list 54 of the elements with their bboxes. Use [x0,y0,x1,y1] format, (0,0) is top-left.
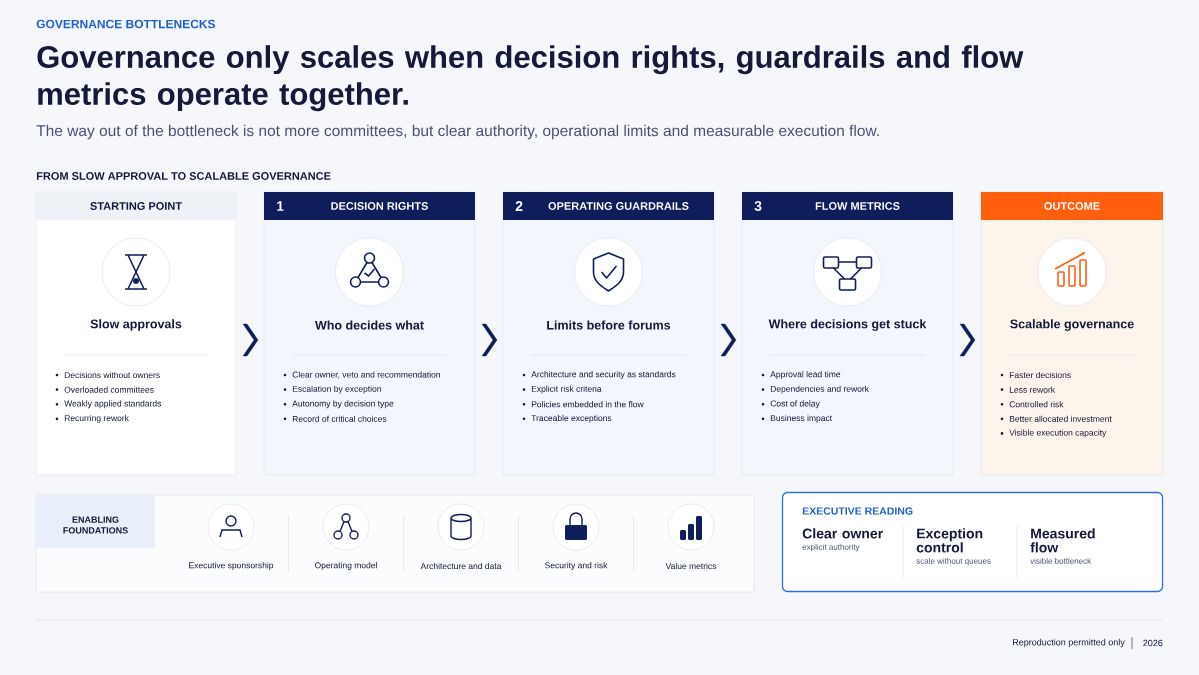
card-header: OUTCOME [981,192,1163,220]
card-title: Who decides what [315,320,424,330]
bullet-item: Autonomy by decision type [292,400,394,409]
step-number: 2 [515,201,523,211]
bullet-item: Faster decisions [1009,371,1071,379]
foundation-label: Executive sponsorship [189,562,274,570]
bullet-item: Overloaded committees [64,386,154,393]
bullet-item: Recurring rework [64,414,129,423]
foundation-label: Architecture and data [420,562,502,570]
bullet-item: Less rework [1009,386,1056,393]
kicker-text: GOVERNANCE BOTTLENECKS [36,19,216,29]
chevron-arrow [242,323,259,357]
bullet-item: Architecture and security as standards [531,371,676,379]
bullet-item: Policies embedded in the flow [531,401,644,408]
bullet-item: Escalation by exception [292,385,381,394]
bullet-item: Decisions without owners [64,371,160,379]
step-number: 3 [754,201,762,211]
bullet-item: Approval lead time [770,371,841,379]
card-title: Scalable governance [1010,319,1134,331]
bullet-item: Weakly applied standards [64,400,162,409]
card-header: STARTING POINT [36,192,236,220]
metric-title: Measured flow [1030,528,1095,553]
card-title: Limits before forums [547,320,671,330]
bullet-item: Record of critical choices [292,415,387,422]
chevron-arrow [720,323,737,357]
section-label: FROM SLOW APPROVAL TO SCALABLE GOVERNANCE [36,172,331,180]
bullet-item: Controlled risk [1009,401,1064,408]
foundation-label: Operating model [315,562,377,570]
footer-note: Reproduction permitted only [1013,638,1125,648]
card-title: Where decisions get stuck [768,319,927,331]
metric-caption: visible bottleneck [1030,557,1092,564]
footer-year: 2026 [1143,639,1163,647]
subtitle: The way out of the bottleneck is not more committees, but clear authority, operational limits and measurable execution flow. [36,124,879,140]
panel-heading: ENABLING FOUNDATIONS [36,495,155,548]
card-title: Slow approvals [90,319,182,331]
foundation-label: Security and risk [545,562,608,570]
metric-caption: explicit authority [802,543,860,552]
bullet-item: Traceable exceptions [531,414,612,423]
foundation-label: Value metrics [665,562,717,570]
bullet-item: Business impact [770,414,832,423]
title: Governance only scales when decision rights, guardrails and flow metrics operate together. [37,45,1024,112]
step-number: 1 [277,201,284,211]
panel-heading: EXECUTIVE READING [802,507,913,515]
bullet-item: Cost of delay [770,400,820,409]
bullet-item: Explicit risk criteria [531,385,602,394]
metric-title: Exception control [916,528,983,553]
chevron-arrow [481,323,498,357]
chevron-arrow [959,323,976,357]
metric-title: Clear owner [802,528,883,539]
bullet-item: Better allocated investment [1009,415,1112,422]
metric-caption: scale without queues [916,557,991,566]
bullet-item: Dependencies and rework [770,385,869,394]
bullet-item: Visible execution capacity [1009,429,1107,438]
bullet-item: Clear owner, veto and recommendation [292,371,440,379]
